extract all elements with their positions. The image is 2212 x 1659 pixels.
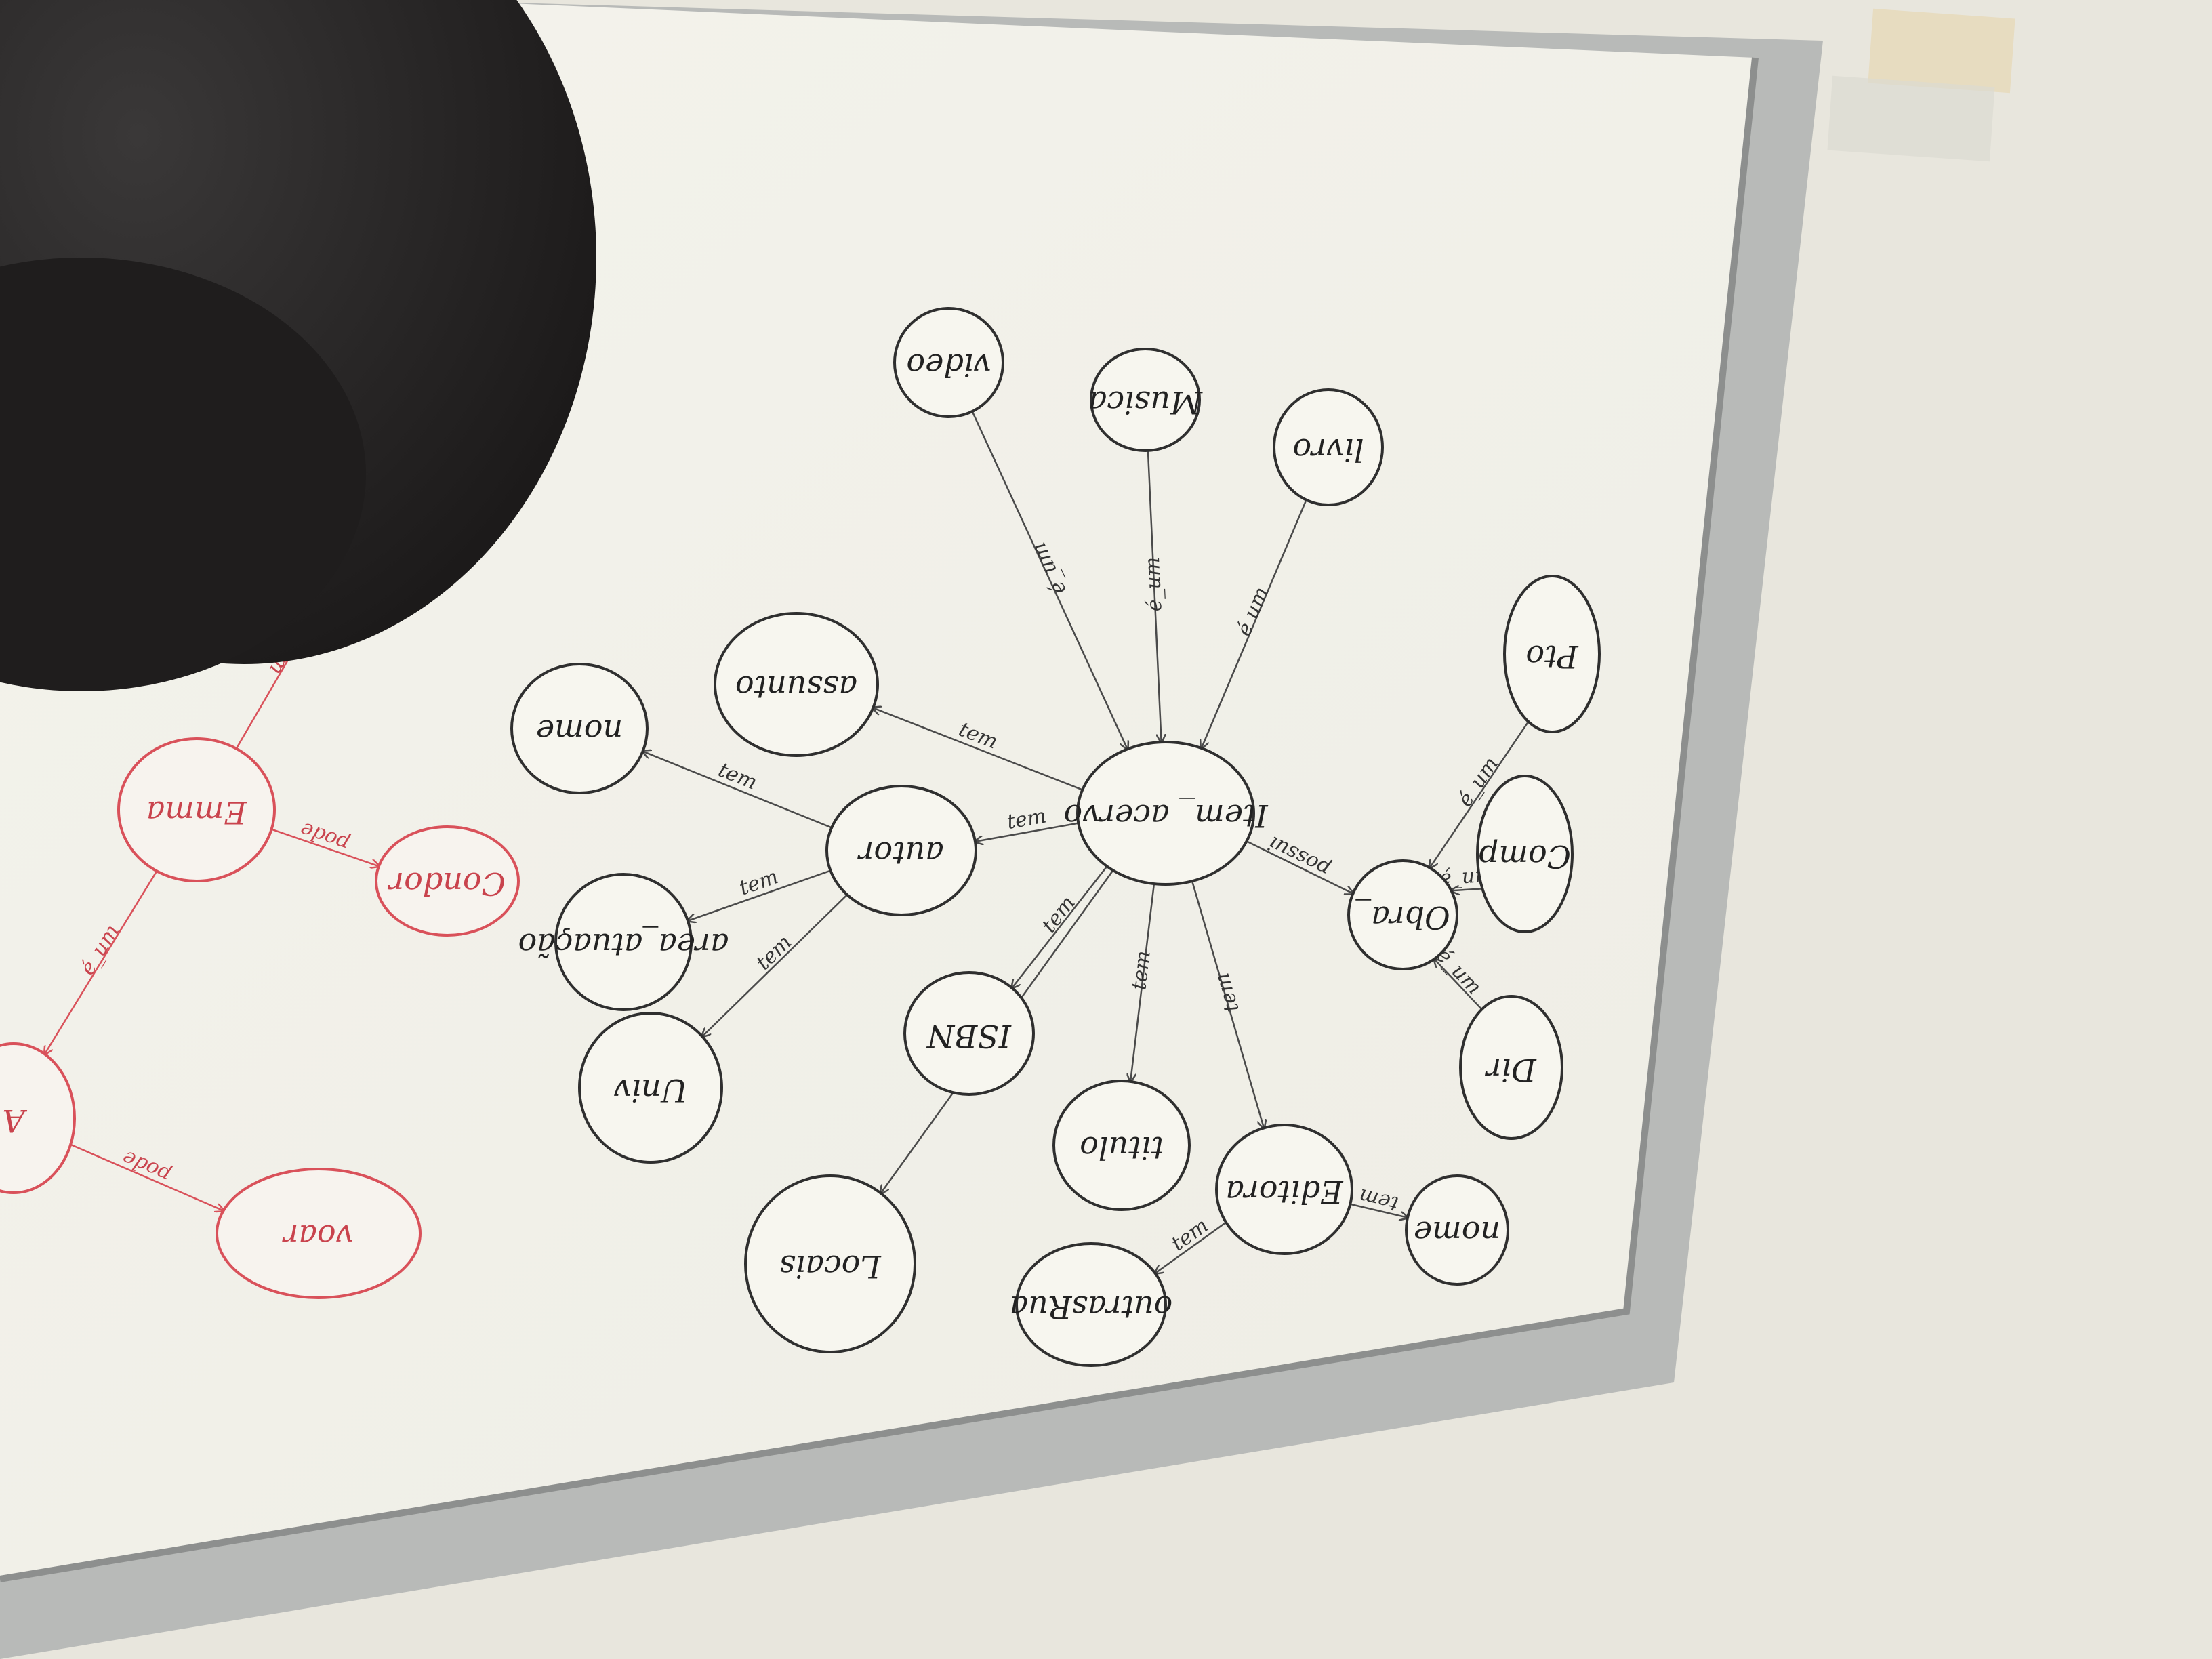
edge-item-isbn [1012, 865, 1108, 988]
node-pto: Pto [1503, 575, 1601, 733]
node-label: nome [536, 713, 623, 750]
edge-editora-outras [1155, 1221, 1227, 1273]
edge-pto-obra [1430, 721, 1530, 868]
node-label: Condor [387, 865, 506, 902]
node-autor: autor [825, 785, 977, 916]
node-label: Musica [1088, 384, 1203, 421]
node-ellipse [0, 1042, 76, 1194]
node-label: Univ [613, 1072, 687, 1109]
node-ellipse [1076, 741, 1255, 886]
edge-musica-item [1147, 450, 1162, 742]
node-ellipse [117, 737, 276, 882]
node-ellipse [825, 785, 977, 916]
node-nome_autor: nome [510, 663, 649, 794]
node-label: outrasRua [1010, 1289, 1173, 1326]
edge-video-item [971, 411, 1128, 749]
node-ellipse [1273, 388, 1384, 506]
edge-label: é_um [1141, 556, 1167, 612]
node-emma: Emma [117, 737, 276, 882]
node-ellipse [510, 663, 649, 794]
node-label: assunto [735, 669, 857, 705]
node-ellipse [1347, 859, 1458, 970]
node-ellipse [1090, 348, 1201, 452]
node-label: video [906, 347, 991, 384]
node-a: A [0, 1042, 76, 1194]
edge-comp-obra [1452, 888, 1483, 890]
node-label: Emma [146, 794, 247, 831]
masking-tape [1868, 8, 2015, 94]
node-editora: Editora [1215, 1124, 1353, 1255]
node-isbn: ISBN [903, 971, 1035, 1096]
node-video: video [893, 307, 1004, 418]
edge-autor-univ [702, 894, 848, 1036]
node-ellipse [1476, 775, 1574, 933]
person-head-shoulder [0, 258, 366, 691]
edge-item-autor [975, 822, 1079, 842]
node-label: A [2, 1103, 27, 1139]
node-label: area_atuação [518, 926, 729, 963]
edge-emma-condor [271, 828, 379, 866]
node-ellipse [714, 612, 879, 757]
node-voar: voar [216, 1168, 422, 1299]
node-dir: Dir [1459, 995, 1563, 1140]
node-ellipse [216, 1168, 422, 1299]
node-obra: Obra_ [1347, 859, 1458, 970]
node-label: ISBN [926, 1018, 1011, 1054]
edge-item-obra [1246, 840, 1353, 893]
node-titulo: titulo [1052, 1080, 1191, 1211]
wall-mount [1827, 75, 1995, 162]
node-ellipse [375, 825, 520, 937]
node-label: Pto [1525, 638, 1578, 675]
node-ellipse [554, 873, 693, 1011]
node-ellipse [1405, 1174, 1509, 1286]
node-ellipse [744, 1174, 916, 1353]
node-ellipse [1015, 1242, 1167, 1367]
node-musica: Musica [1088, 348, 1203, 452]
node-label: Locais [779, 1248, 882, 1285]
edge-item-editora [1191, 880, 1264, 1128]
node-label: livro [1292, 432, 1364, 468]
node-outras: outrasRua [1010, 1242, 1173, 1367]
edge-label: tem [1127, 949, 1155, 991]
node-label: Editora [1225, 1174, 1343, 1210]
node-ellipse [1503, 575, 1601, 733]
node-label: titulo [1080, 1130, 1164, 1166]
node-label: Obra_ [1355, 899, 1450, 936]
node-label: voar [281, 1218, 353, 1254]
node-area: area_atuação [518, 873, 729, 1011]
node-condor: Condor [375, 825, 520, 937]
node-ellipse [1052, 1080, 1191, 1211]
node-comp: Comp [1476, 775, 1574, 933]
node-assunto: assunto [714, 612, 879, 757]
edge-autor-nome_autor [643, 752, 832, 829]
node-nome_ed: nome [1405, 1174, 1509, 1286]
node-label: Item_ acervo [1063, 798, 1268, 834]
node-livro: livro [1273, 388, 1384, 506]
node-label: Comp [1479, 838, 1571, 875]
node-ellipse [893, 307, 1004, 418]
edge-item-assunto [873, 708, 1083, 791]
node-label: nome [1414, 1214, 1500, 1251]
edge-a-voar [70, 1143, 223, 1211]
node-univ: Univ [578, 1012, 723, 1164]
edge-dir-obra [1434, 959, 1483, 1010]
node-label: autor [857, 835, 943, 872]
node-ellipse [578, 1012, 723, 1164]
node-item: Item_ acervo [1063, 741, 1269, 886]
edge-livro-item [1202, 499, 1307, 748]
edge-item-titulo [1130, 883, 1155, 1082]
edge-autor-area [688, 869, 831, 921]
node-ellipse [1215, 1124, 1353, 1255]
node-locais: Locais [744, 1174, 916, 1353]
node-ellipse [1459, 995, 1563, 1140]
edge-emma-a [45, 870, 158, 1054]
whiteboard-frame-edge [0, 57, 1759, 1582]
edge-editora-nome_ed [1350, 1203, 1408, 1218]
node-label: Dir [1484, 1052, 1537, 1088]
node-ellipse [903, 971, 1035, 1096]
